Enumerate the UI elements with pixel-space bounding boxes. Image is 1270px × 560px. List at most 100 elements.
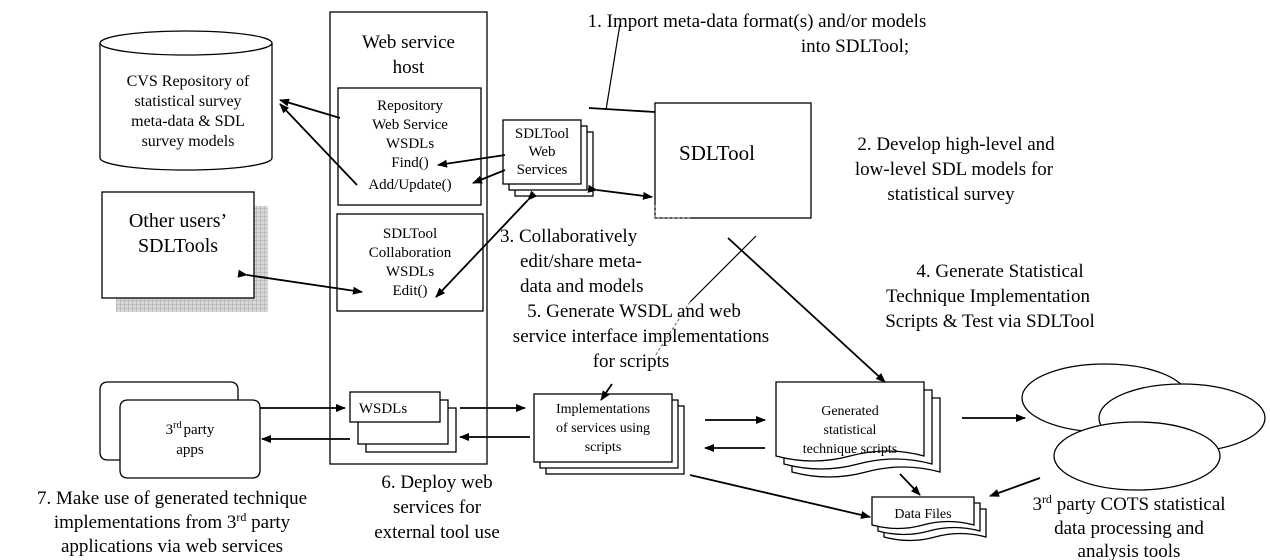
step-2-line-2: low-level SDL models for [855,159,1054,180]
step-1: 1. Import meta-data format(s) and/or mod… [588,11,927,57]
web-service-host-label-line1: Web service [362,32,455,53]
wsdls-label: WSDLs [359,401,407,417]
repository-ws-label-3: WSDLs [386,136,434,152]
arrow-others-collab [237,269,363,295]
arrow-sdltool-to-scripts [727,237,886,383]
step-3-line-3: data and models [520,276,643,297]
sdltool-ws-label-3: Services [517,162,568,178]
web-service-host-label-line2: host [393,57,425,78]
collab-ws-label-3: WSDLs [386,264,434,280]
implementations-label-2: of services using [556,421,650,436]
generated-scripts-label-3: technique scripts [803,442,897,457]
step-2: 2. Develop high-level and low-level SDL … [855,134,1055,205]
arrow-sdlws-collab [435,190,538,298]
arrow-repo-to-cvs-1 [279,98,341,119]
third-party-apps-label-2: apps [176,442,204,458]
step-7-line-3: applications via web services [61,536,283,557]
cots-label-tail: party COTS statistical [1052,494,1226,515]
implementations-label-1: Implementations [556,402,650,417]
generated-scripts-label-2: statistical [824,423,877,438]
data-files-stack: Data Files [871,496,987,542]
cvs-repository-label-3: meta-data & SDL [131,113,245,130]
sdltool-web-services: SDLTool Web Services [502,119,594,197]
line-sdltool-down [689,235,757,303]
cots-tools [1021,363,1266,491]
cots-label-sup: rd [1042,492,1052,506]
step-7-line-2-sup: rd [236,510,246,524]
step-5-line-2: service interface implementations [513,326,769,347]
cots-label-line-1: 3rd party COTS statistical [1032,492,1225,515]
import-line [605,23,621,111]
repository-ws-add-update: Add/Update() [368,177,451,193]
collab-ws-edit: Edit() [393,283,428,299]
step-6-line-1: 6. Deploy web [381,472,492,493]
arrow-repo-to-cvs-2 [279,103,358,186]
other-users-sdltools: Other users’ SDLTools [101,191,268,312]
implementations-stack: Implementations of services using script… [533,393,685,475]
step-4-line-2: Technique Implementation [886,286,1090,307]
arrow-impl-to-datafiles [689,474,871,519]
cvs-repository: CVS Repository of statistical survey met… [99,30,273,171]
collaboration-ws-box: SDLTool Collaboration WSDLs Edit() [336,213,484,312]
repository-web-service-box: Repository Web Service WSDLs Find() Add/… [337,87,482,206]
step-1-line-2: into SDLTool; [801,36,909,57]
step-6-line-2: services for [393,497,482,518]
sdltool-ws-label-2: Web [528,144,555,160]
step-1-line-1: 1. Import meta-data format(s) and/or mod… [588,11,927,32]
step-7-line-2-tail: party [246,512,290,533]
arrow-sdlws-to-add [472,169,506,184]
connectors [237,23,1041,519]
other-users-label-1: Other users’ [129,210,227,232]
step-7: 7. Make use of generated technique imple… [37,488,307,557]
step-5-line-3: for scripts [593,351,670,372]
cots-label-3: 3 [1032,494,1042,515]
other-users-label-2: SDLTools [138,235,218,257]
step-7-line-2: implementations from 3rd party [54,510,291,533]
third-party-apps-sup: rd [173,420,181,431]
step-2-line-3: statistical survey [887,184,1015,205]
generated-scripts-stack: Generated statistical technique scripts [775,381,941,478]
step-3-line-2: edit/share meta- [520,251,642,272]
repository-ws-label-1: Repository [377,98,443,114]
arrow-to-implementations [600,383,613,401]
step-6-line-3: external tool use [374,522,500,543]
cots-label: 3rd party COTS statistical data processi… [1032,492,1225,560]
step-4-line-3: Scripts & Test via SDLTool [885,311,1095,332]
step-7-line-1: 7. Make use of generated technique [37,488,307,509]
repository-ws-find: Find() [391,155,429,171]
repository-ws-label-2: Web Service [372,117,448,133]
cots-label-line-3: analysis tools [1078,541,1181,560]
line-sdltool-dotted [654,301,691,357]
generated-scripts-label-1: Generated [821,404,879,419]
arrow-sdlws-sdltool [587,184,653,200]
data-files-label: Data Files [894,507,951,522]
arrow-scripts-to-datafiles [899,473,921,496]
cvs-repository-label-1: CVS Repository of [127,73,250,90]
cots-label-line-2: data processing and [1054,518,1204,539]
sdltool-label: SDLTool [679,141,755,165]
arrow-import-to-sdltool-ws [588,107,656,113]
arrow-sdlws-to-find [437,154,506,168]
cvs-repository-label-4: survey models [142,133,235,150]
step-2-line-1: 2. Develop high-level and [857,134,1055,155]
step-7-line-2-main: implementations from 3 [54,512,237,533]
sdltool-ws-label-1: SDLTool [515,126,569,142]
sdltool-box: SDLTool [654,102,812,219]
step-4: 4. Generate Statistical Technique Implem… [885,261,1095,332]
third-party-apps-party: party [184,422,215,438]
step-3: 3. Collaboratively edit/share meta- data… [500,226,643,297]
wsdls-stack: WSDLs [349,391,457,453]
arrow-cots-to-datafiles [989,477,1041,497]
cvs-repository-label-2: statistical survey [134,93,241,110]
collab-ws-label-2: Collaboration [369,245,452,261]
implementations-label-3: scripts [585,440,622,455]
step-5: 5. Generate WSDL and web service interfa… [513,301,769,372]
step-3-line-1: 3. Collaboratively [500,226,638,247]
step-4-line-1: 4. Generate Statistical [916,261,1083,282]
collab-ws-label-1: SDLTool [383,226,437,242]
step-6: 6. Deploy web services for external tool… [374,472,500,543]
step-5-line-1: 5. Generate WSDL and web [527,301,741,322]
